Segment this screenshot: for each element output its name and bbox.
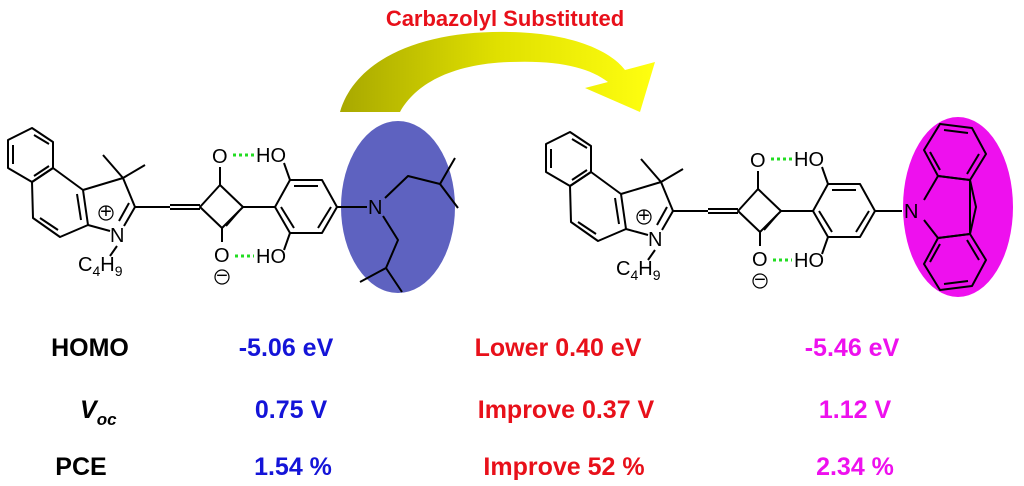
row-homo: HOMO -5.06 eV Lower 0.40 eV -5.46 eV: [51, 334, 899, 362]
value-before: 1.54 %: [254, 453, 332, 481]
parent-dye-structure: N + C4H9 O O − HO HO N: [7, 121, 459, 293]
value-after: -5.46 eV: [805, 334, 900, 362]
value-change: Improve 52 %: [483, 453, 644, 481]
hydroxyl-top: HO: [256, 145, 286, 167]
hydroxyl-top: HO: [794, 149, 824, 171]
carbazole-n-atom: N: [904, 201, 918, 223]
hydroxyl-bottom: HO: [256, 246, 286, 268]
butyl-label: C4H9: [78, 254, 123, 279]
row-label: Voc: [80, 396, 117, 429]
carbonyl-oxygen: O: [212, 146, 228, 168]
value-before: 0.75 V: [255, 396, 328, 424]
minus-charge: −: [754, 269, 766, 291]
n-atom: N: [648, 229, 662, 251]
minus-charge: −: [216, 265, 228, 287]
title: Carbazolyl Substituted: [386, 6, 624, 31]
oxide-oxygen: O: [214, 245, 230, 267]
carbonyl-oxygen: O: [750, 150, 766, 172]
plus-charge: +: [100, 201, 112, 223]
diisobutylamino-highlight: [341, 121, 455, 293]
value-before: -5.06 eV: [239, 334, 334, 362]
butyl-label: C4H9: [616, 258, 661, 283]
oxide-oxygen: O: [752, 249, 768, 271]
n-atom: N: [110, 225, 124, 247]
row-label: HOMO: [51, 334, 129, 362]
amine-n-atom: N: [368, 197, 382, 219]
row-voc: Voc 0.75 V Improve 0.37 V 1.12 V: [80, 396, 891, 429]
row-pce: PCE 1.54 % Improve 52 % 2.34 %: [55, 453, 894, 481]
plus-charge: +: [638, 205, 650, 227]
carbazolyl-dye-structure: N + C4H9 O O − HO HO N: [545, 117, 1013, 297]
value-after: 1.12 V: [819, 396, 892, 424]
row-label: PCE: [55, 453, 106, 481]
curved-arrow: [340, 31, 655, 112]
value-change: Lower 0.40 eV: [475, 334, 642, 362]
value-after: 2.34 %: [816, 453, 894, 481]
value-change: Improve 0.37 V: [478, 396, 655, 424]
carbazole-highlight: [903, 117, 1013, 297]
hydroxyl-bottom: HO: [794, 250, 824, 272]
property-table: HOMO -5.06 eV Lower 0.40 eV -5.46 eV Voc…: [51, 334, 899, 481]
